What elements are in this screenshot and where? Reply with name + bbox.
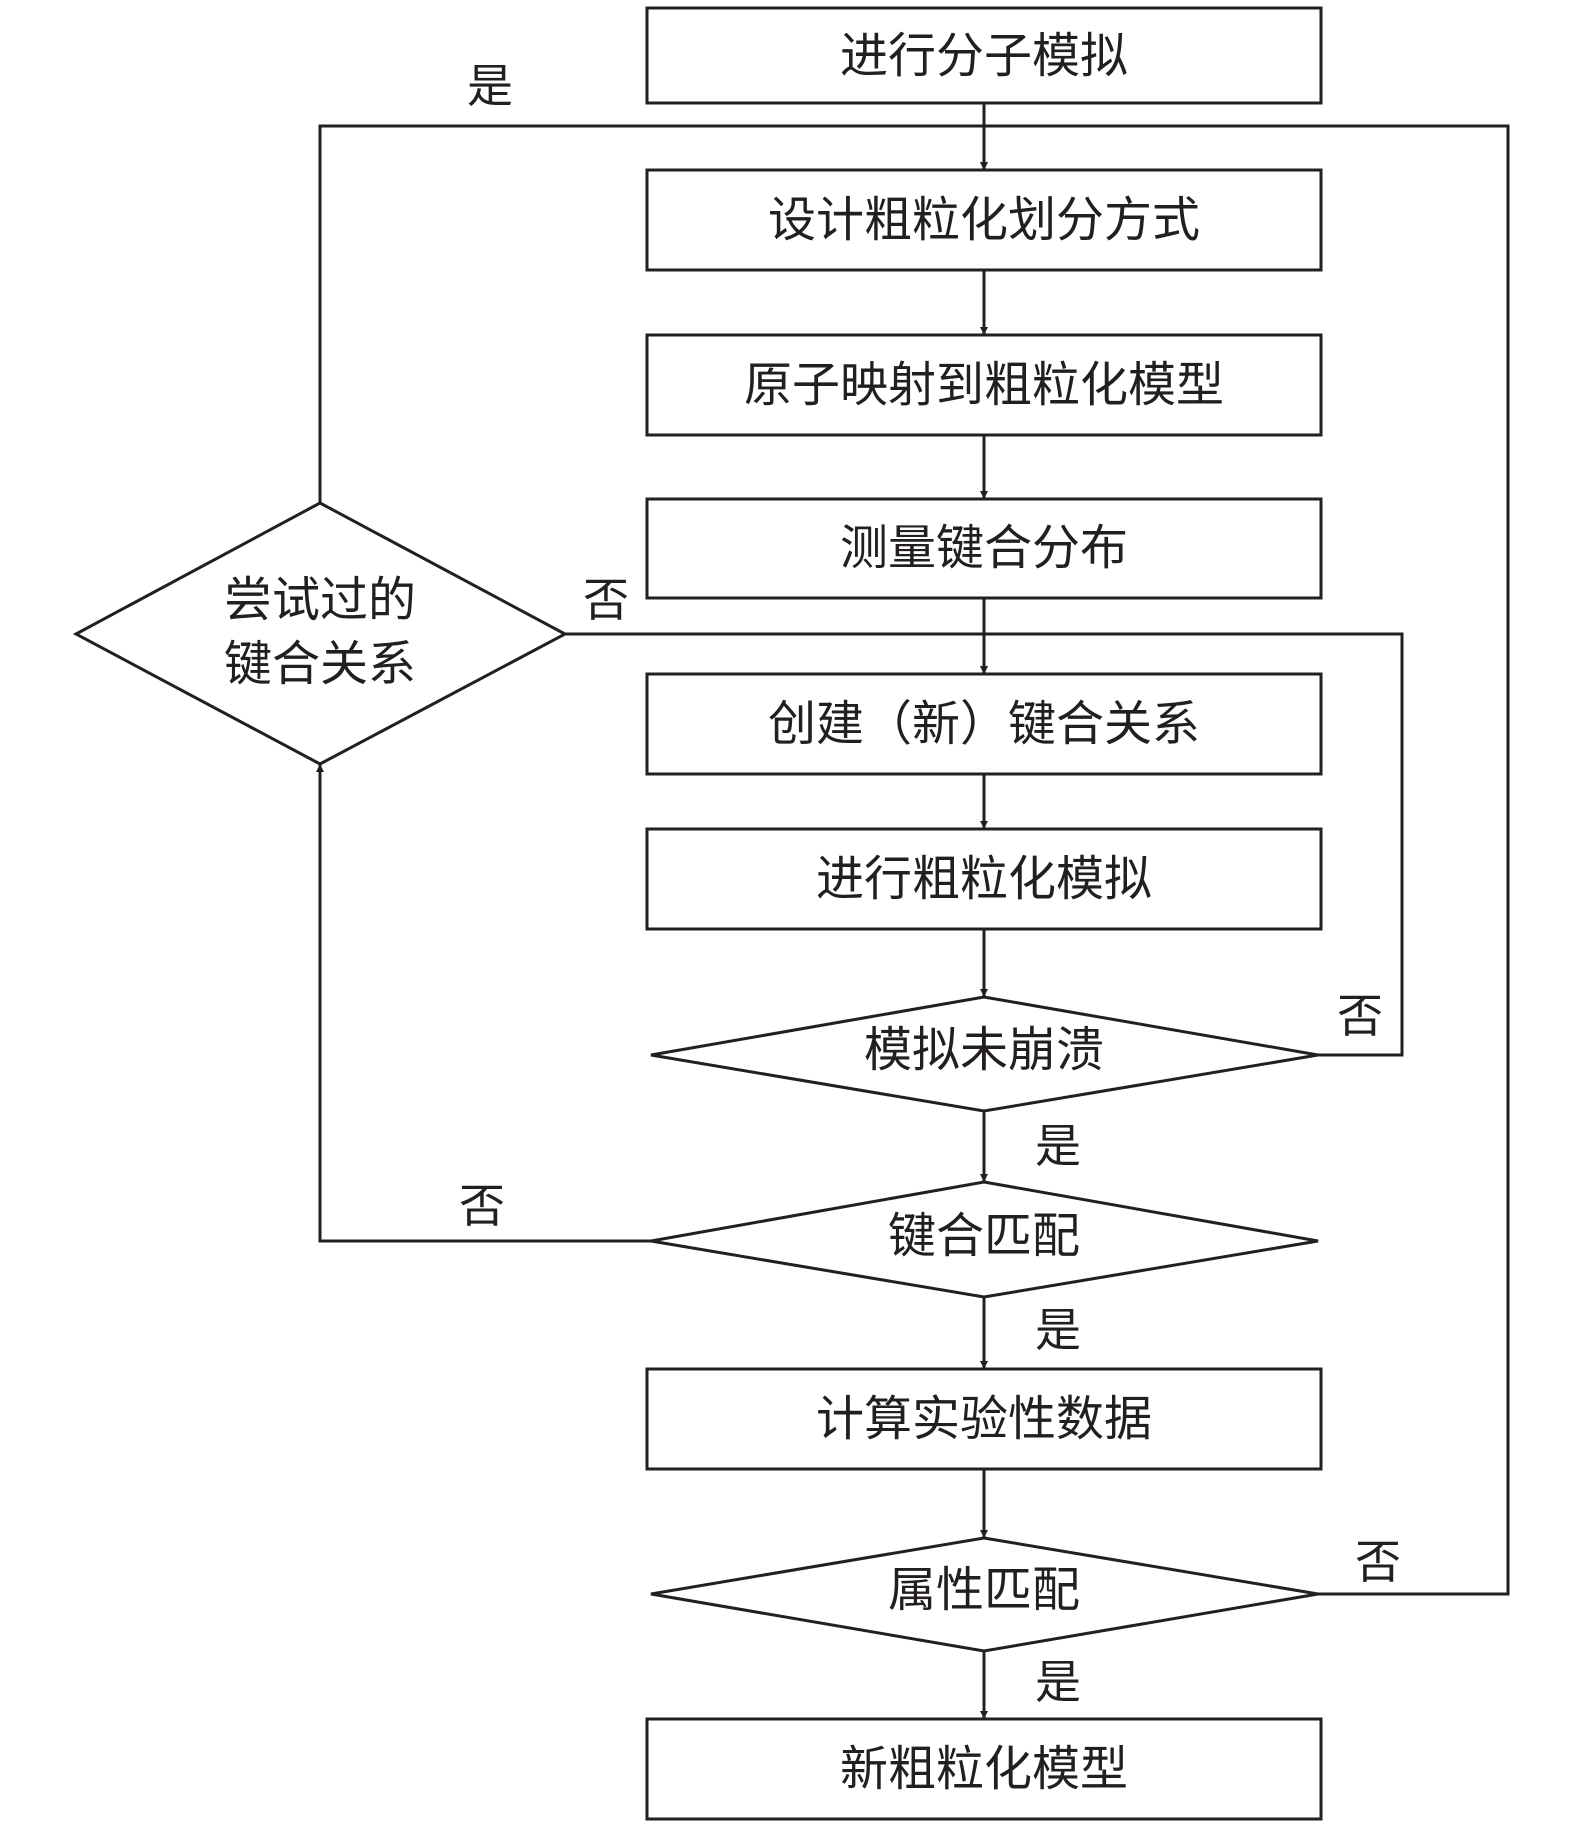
process-box-create-bonds: 创建（新）键合关系 xyxy=(645,672,1323,776)
process-box-new-cg-model: 新粗粒化模型 xyxy=(645,1717,1323,1821)
process-box-compute-data-label: 计算实验性数据 xyxy=(816,1391,1152,1447)
connector-property-match-no-to-design xyxy=(984,124,1510,1596)
edge-label-bond-match-yes: 是 xyxy=(1035,1303,1081,1357)
process-box-design-partition-label: 设计粗粒化划分方式 xyxy=(768,192,1200,248)
edge-label-no-crash-no: 否 xyxy=(1337,989,1383,1043)
decision-tried-bonds-label-line1: 尝试过的 xyxy=(224,572,416,628)
edge-label-no-crash-yes: 是 xyxy=(1035,1119,1081,1173)
process-box-atom-mapping-label: 原子映射到粗粒化模型 xyxy=(744,357,1224,413)
edge-label-bond-match-no: 否 xyxy=(459,1179,505,1233)
decision-property-match: 属性匹配 xyxy=(650,1536,1319,1653)
decision-tried-bonds: 尝试过的 键合关系 xyxy=(72,501,569,766)
connector-no-crash-no-to-create xyxy=(984,632,1404,1057)
process-box-measure-bonds-label: 测量键合分布 xyxy=(840,520,1128,576)
process-box-measure-bonds: 测量键合分布 xyxy=(645,497,1323,600)
process-box-compute-data: 计算实验性数据 xyxy=(645,1367,1323,1471)
connector-bond-match-no-to-tried xyxy=(316,764,651,1243)
decision-property-match-label: 属性匹配 xyxy=(888,1562,1080,1618)
edge-label-property-match-yes: 是 xyxy=(1035,1655,1081,1709)
process-box-design-partition: 设计粗粒化划分方式 xyxy=(645,168,1323,272)
process-box-molecular-simulation: 进行分子模拟 xyxy=(645,6,1323,105)
process-box-molecular-simulation-label: 进行分子模拟 xyxy=(840,28,1128,84)
edge-label-property-match-no: 否 xyxy=(1355,1535,1401,1589)
process-box-atom-mapping: 原子映射到粗粒化模型 xyxy=(645,333,1323,437)
decision-bond-match-label: 键合匹配 xyxy=(888,1208,1080,1264)
process-box-cg-simulation-label: 进行粗粒化模拟 xyxy=(816,851,1152,907)
decision-no-crash: 模拟未崩溃 xyxy=(650,995,1319,1113)
edge-label-tried-yes: 是 xyxy=(467,59,513,113)
connector-tried-no-to-create xyxy=(565,632,988,674)
decision-bond-match: 键合匹配 xyxy=(650,1180,1319,1299)
decision-tried-bonds-label-line2: 键合关系 xyxy=(224,636,416,692)
decision-no-crash-label: 模拟未崩溃 xyxy=(864,1022,1104,1078)
process-box-create-bonds-label: 创建（新）键合关系 xyxy=(768,696,1200,752)
edge-label-tried-no: 否 xyxy=(583,573,629,627)
connector-tried-yes-to-design xyxy=(318,124,988,503)
process-box-new-cg-model-label: 新粗粒化模型 xyxy=(840,1741,1128,1797)
process-box-cg-simulation: 进行粗粒化模拟 xyxy=(645,827,1323,931)
